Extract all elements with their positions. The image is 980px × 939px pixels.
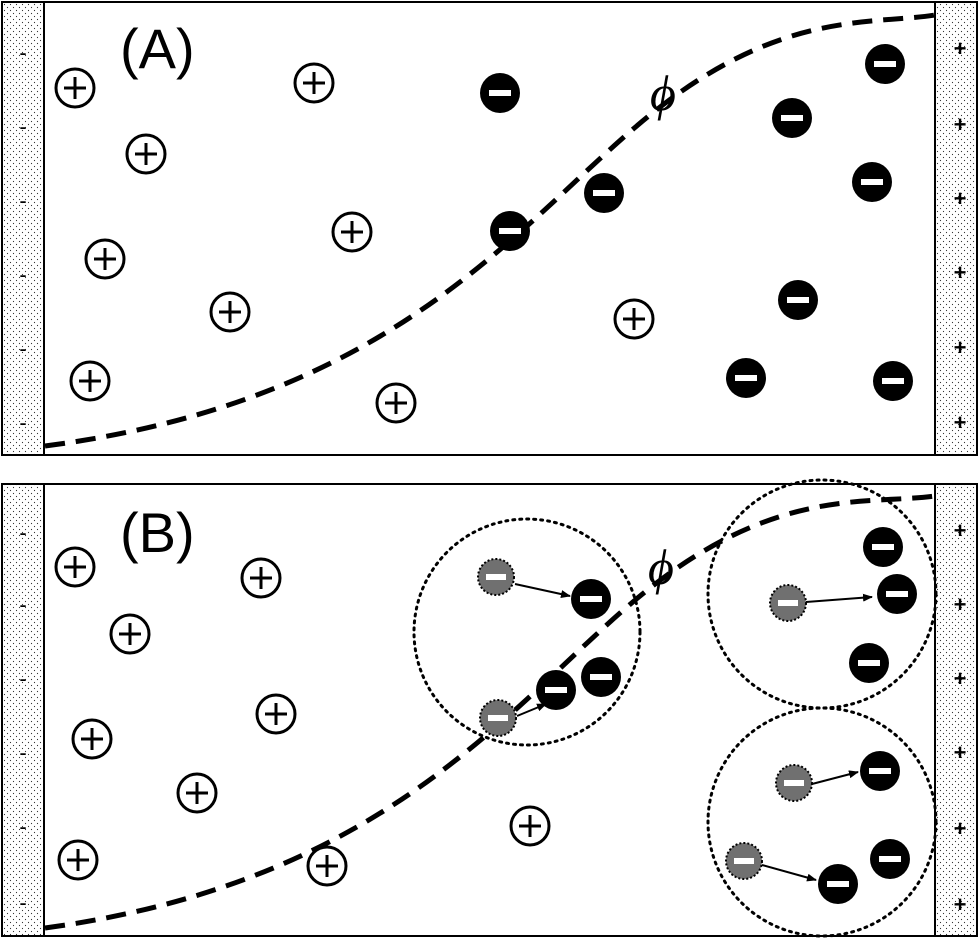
displacement-arrow xyxy=(761,864,817,882)
electrode-sign: + xyxy=(954,892,967,917)
electrode-sign: - xyxy=(19,890,26,915)
anion-icon xyxy=(849,643,889,683)
electrode-sign: - xyxy=(19,520,26,545)
cation-icon xyxy=(613,298,655,340)
cation-icon xyxy=(84,238,126,280)
cation-icon xyxy=(240,557,282,599)
cation-icon xyxy=(125,133,167,175)
anion-icon xyxy=(490,211,530,251)
anion-icon xyxy=(581,657,621,697)
cation-icon xyxy=(176,772,218,814)
anion-icon xyxy=(726,358,766,398)
electrode-sign: - xyxy=(19,592,26,617)
panel-a-right-signs: + + + + + + xyxy=(954,36,967,435)
anion-icon xyxy=(778,280,818,320)
anion-icon xyxy=(536,670,576,710)
electrode-sign: + xyxy=(954,816,967,841)
electrode-sign: + xyxy=(954,740,967,765)
panel-a-left-signs: - - - - - - xyxy=(19,40,26,435)
displaced-anion-icon xyxy=(725,842,763,880)
displacement-arrow xyxy=(516,703,547,717)
panel-a-left-electrode xyxy=(1,1,45,456)
panel-a-label: (A) xyxy=(120,17,195,80)
panel-b-label: (B) xyxy=(120,501,195,564)
displaced-anion-icon xyxy=(769,584,807,622)
solvation-cluster xyxy=(706,478,938,710)
electrode-sign: + xyxy=(954,666,967,691)
cation-icon xyxy=(54,67,96,109)
electrode-sign: - xyxy=(19,410,26,435)
anion-icon xyxy=(480,73,520,113)
panel-b-potential-label: ϕ xyxy=(648,539,674,595)
electrode-sign: + xyxy=(954,592,967,617)
anion-icon xyxy=(818,864,858,904)
cation-icon xyxy=(54,546,96,588)
displacement-arrow xyxy=(811,770,859,785)
electrode-sign: + xyxy=(954,410,967,435)
panel-b-solvation-clusters xyxy=(412,478,938,938)
displacement-arrow xyxy=(514,583,571,598)
electrode-sign: - xyxy=(19,666,26,691)
electrode-sign: + xyxy=(954,186,967,211)
anion-icon xyxy=(870,839,910,879)
displaced-anion-icon xyxy=(479,699,517,737)
cation-icon xyxy=(71,718,113,760)
cation-icon xyxy=(57,839,99,881)
solvation-cluster xyxy=(412,517,642,747)
panel-a-anions xyxy=(480,44,913,401)
panel-b-right-signs: + + + + + + xyxy=(954,518,967,917)
panel-b-left-signs: - - - - - - xyxy=(19,520,26,915)
electrode-sign: - xyxy=(19,336,26,361)
anion-icon xyxy=(873,361,913,401)
panel-a-cations xyxy=(54,62,655,424)
solvation-cluster xyxy=(706,706,938,938)
panel-a-right-electrode xyxy=(934,1,978,456)
cation-icon xyxy=(509,805,551,847)
panel-b-displacement-arrows xyxy=(514,583,873,882)
cation-icon xyxy=(306,845,348,887)
anion-icon xyxy=(863,527,903,567)
electrode-sign: + xyxy=(954,518,967,543)
cation-icon xyxy=(255,693,297,735)
electrode-sign: + xyxy=(954,112,967,137)
anion-icon xyxy=(584,173,624,213)
panel-b-anions xyxy=(536,527,917,904)
electrode-sign: - xyxy=(19,740,26,765)
panel-b: - - - - - - + + + + + + (B) ϕ xyxy=(1,478,978,938)
panel-b-left-electrode xyxy=(1,483,45,937)
displaced-anion-icon xyxy=(775,764,813,802)
cation-icon xyxy=(331,211,373,253)
electrode-sign: + xyxy=(954,260,967,285)
cation-icon xyxy=(209,291,251,333)
anion-icon xyxy=(571,579,611,619)
anion-icon xyxy=(852,162,892,202)
panel-b-displaced-anions xyxy=(477,558,813,880)
electrode-sign: - xyxy=(19,188,26,213)
anion-icon xyxy=(772,98,812,138)
electrode-sign: - xyxy=(19,114,26,139)
electrode-sign: - xyxy=(19,814,26,839)
electrode-sign: - xyxy=(19,40,26,65)
cation-icon xyxy=(375,382,417,424)
panel-a: - - - - - - + + + + + + (A) ϕ xyxy=(1,1,978,456)
electrode-sign: + xyxy=(954,335,967,360)
panel-b-cations xyxy=(54,546,551,887)
displacement-arrow xyxy=(805,593,873,603)
panel-b-right-electrode xyxy=(934,483,978,937)
panel-a-potential-label: ϕ xyxy=(650,65,676,121)
electrode-sign: - xyxy=(19,262,26,287)
anion-icon xyxy=(860,751,900,791)
cation-icon xyxy=(109,613,151,655)
panel-b-potential-curve xyxy=(44,493,936,931)
displaced-anion-icon xyxy=(477,558,515,596)
anion-icon xyxy=(865,44,905,84)
electrode-sign: + xyxy=(954,36,967,61)
cation-icon xyxy=(293,62,335,104)
anion-icon xyxy=(877,574,917,614)
cation-icon xyxy=(69,360,111,402)
